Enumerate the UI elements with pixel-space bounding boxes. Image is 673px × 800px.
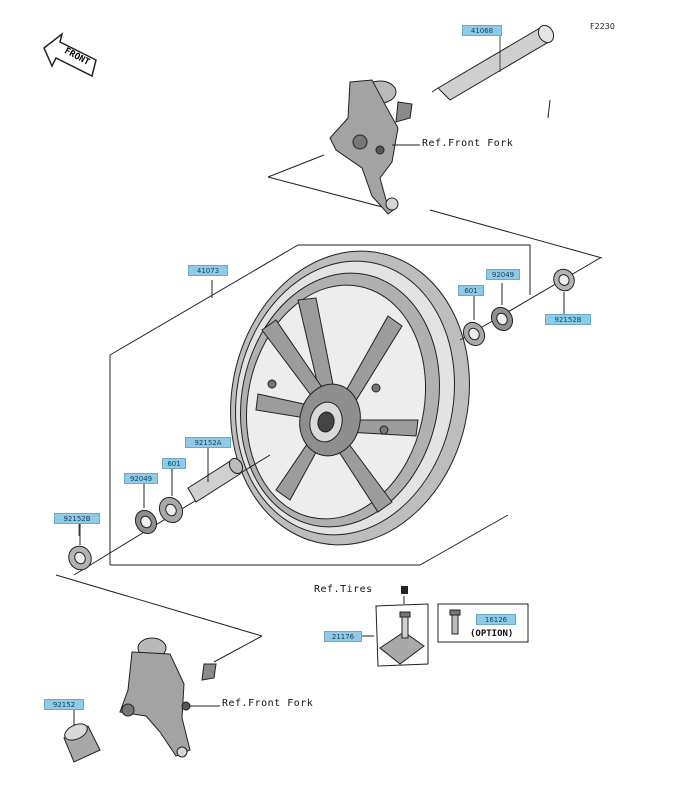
part-label-spacer[interactable]: 92152A: [185, 437, 231, 448]
valve-box: [362, 603, 429, 667]
tire-ref-marker: [401, 586, 408, 604]
right-bearing-group: [459, 257, 601, 347]
option-label: (OPTION): [470, 629, 514, 639]
part-label-collar-right[interactable]: 92152B: [545, 314, 591, 325]
part-label-collar-left[interactable]: 92152B: [54, 513, 100, 524]
part-label-seal-left[interactable]: 92049: [124, 473, 158, 484]
part-label-seal-right[interactable]: 92049: [486, 269, 520, 280]
part-label-wheel[interactable]: 41073: [188, 265, 228, 276]
figure-code: F2230: [590, 22, 615, 31]
bottom-collar-shape: [63, 710, 101, 763]
part-label-valve[interactable]: 21176: [324, 631, 362, 642]
part-label-bearing-left[interactable]: 601: [162, 458, 186, 469]
ref-front-fork-bottom: Ref.Front Fork: [222, 698, 314, 709]
part-label-bearing-right[interactable]: 601: [458, 285, 484, 296]
part-label-axle[interactable]: 41068: [462, 25, 502, 36]
part-label-valve-option[interactable]: 16126: [476, 614, 516, 625]
part-label-collar-bottom[interactable]: 92152: [44, 699, 84, 710]
upper-fork-bracket: [329, 79, 420, 215]
lower-fork-bracket: [119, 637, 217, 758]
wheel-rim: [230, 250, 470, 546]
ref-front-fork-top: Ref.Front Fork: [422, 138, 514, 149]
left-bearing-group: [68, 448, 271, 576]
axle-shape: [431, 24, 555, 101]
valve-option-box: [437, 603, 529, 643]
lower-plane-outline: [55, 574, 263, 707]
upper-plane-outline: [267, 99, 603, 259]
wheel-box-outline: [109, 244, 531, 566]
front-arrow-icon: FRONT: [43, 32, 97, 78]
ref-tires: Ref.Tires: [314, 584, 373, 595]
